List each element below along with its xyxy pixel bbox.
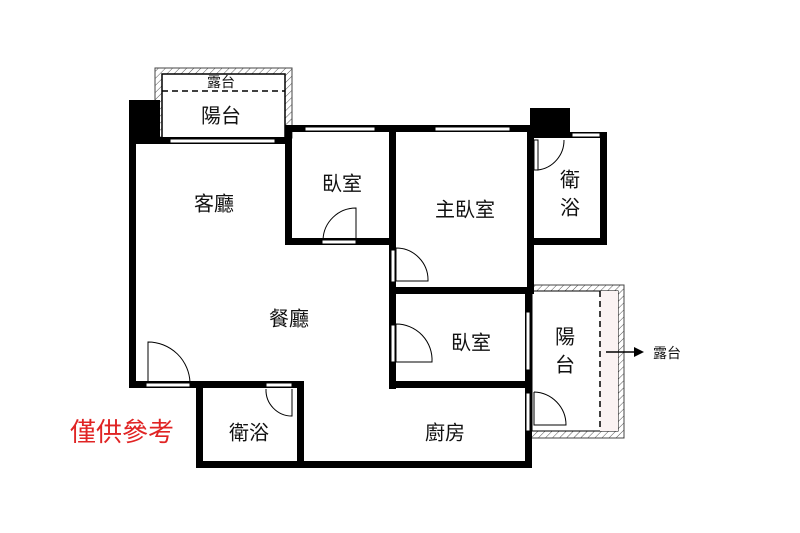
- disclaimer-text: 僅供參考: [70, 418, 175, 448]
- room-label-dining-room: 餐廳: [269, 306, 309, 331]
- room-label-terrace-top: 露台: [207, 75, 235, 91]
- door-swings: [147, 139, 567, 426]
- room-label-bathroom-2: 衛浴: [229, 420, 269, 445]
- windows: [145, 126, 601, 432]
- room-label-bedroom-1: 臥室: [322, 171, 362, 196]
- right-balcony: [529, 284, 644, 439]
- room-label-master-bath: 衛浴: [556, 169, 581, 225]
- room-label-master-bedroom: 主臥室: [435, 197, 495, 222]
- room-label-kitchen: 廚房: [425, 420, 465, 445]
- room-label-balcony-right: 陽台: [551, 326, 576, 382]
- room-label-bedroom-2: 臥室: [451, 330, 491, 355]
- room-label-terrace-right: 露台: [653, 346, 681, 362]
- room-label-living-room: 客廳: [194, 191, 234, 216]
- top-balcony: [154, 67, 293, 139]
- room-label-balcony-top: 陽台: [201, 103, 241, 128]
